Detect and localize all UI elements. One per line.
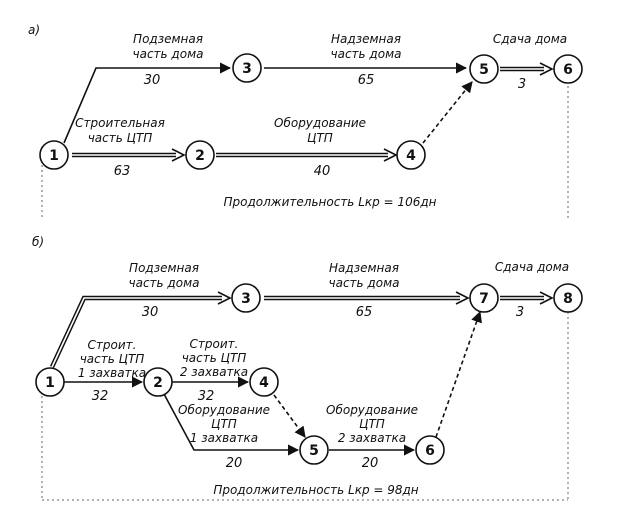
edge-a-1-2-label-2: часть ЦТП — [88, 131, 153, 145]
node-b-4-label: 4 — [259, 375, 269, 391]
critical-duration-b: Продолжительность Lкр = 98дн — [213, 483, 418, 497]
node-a-3-label: 3 — [242, 61, 252, 77]
node-b-3-label: 3 — [241, 291, 251, 307]
edge-b-1-2-label-3: 1 захватка — [78, 366, 146, 380]
edge-b-3-7-arrowhead — [455, 291, 470, 305]
edge-b-2-4-label-3: 2 захватка — [180, 365, 248, 379]
edge-b-3-7-label-2: часть дома — [329, 276, 400, 290]
edge-b-7-8-arrowhead — [539, 291, 554, 305]
critical-duration-a: Продолжительность Lкр = 106дн — [224, 195, 437, 209]
edge-a-2-4-label-1: Оборудование — [274, 116, 366, 130]
edge-b-1-3-inner — [51, 297, 222, 368]
edge-b-2-5-label-2: ЦТП — [211, 417, 237, 431]
edge-b-2-5-label-3: 1 захватка — [190, 431, 258, 445]
diagram-a: а) 1 2 3 4 5 6 Подземна — [28, 23, 583, 218]
edge-b-1-3-arrowhead — [217, 291, 232, 305]
edge-b-3-7-label-1: Надземная — [329, 261, 399, 275]
edge-a-1-3-label-1: Подземная — [133, 32, 203, 46]
node-b-8 — [553, 283, 583, 313]
node-b-1 — [35, 367, 65, 397]
node-b-6-label: 6 — [425, 443, 435, 459]
node-a-4 — [396, 140, 426, 170]
section-label-a: а) — [28, 23, 40, 37]
edge-b-1-3-duration: 30 — [142, 305, 159, 320]
node-b-6 — [415, 435, 445, 465]
edge-b-2-5 — [163, 393, 300, 456]
node-b-4 — [249, 367, 279, 397]
edge-a-4-5-dummy — [422, 81, 473, 144]
edge-b-1-2-duration: 32 — [92, 389, 109, 404]
edge-a-5-6-label: Сдача дома — [493, 32, 567, 46]
node-b-8-label: 8 — [563, 291, 573, 307]
node-b-3 — [231, 283, 261, 313]
edge-a-2-4-arrowhead — [383, 148, 398, 162]
diagram-b: б) 1 2 3 4 — [32, 235, 583, 501]
edge-b-5-6-label-1: Оборудование — [326, 403, 418, 417]
node-a-1-label: 1 — [49, 148, 59, 164]
edge-b-5-6-label-3: 2 захватка — [338, 431, 406, 445]
node-b-5 — [299, 435, 329, 465]
edge-a-5-6-arrowhead — [539, 62, 554, 76]
edge-b-5-6-duration: 20 — [362, 456, 379, 471]
edge-b-2-4-label-2: часть ЦТП — [182, 351, 247, 365]
edge-b-1-3-label-1: Подземная — [129, 261, 199, 275]
edge-a-3-5-duration: 65 — [358, 73, 375, 88]
edge-b-4-5-dummy — [273, 394, 306, 438]
node-a-6-label: 6 — [563, 62, 573, 78]
section-label-b: б) — [32, 235, 44, 249]
node-b-2 — [143, 367, 173, 397]
edge-a-1-2-label-1: Строительная — [75, 116, 165, 130]
node-a-4-label: 4 — [406, 148, 416, 164]
edge-a-5-6-duration: 3 — [518, 77, 526, 92]
node-b-7-label: 7 — [479, 291, 489, 307]
edge-a-3-5-label-1: Надземная — [331, 32, 401, 46]
node-b-7 — [469, 283, 499, 313]
edge-b-3-7-duration: 65 — [356, 305, 373, 320]
edge-b-1-2-label-2: часть ЦТП — [80, 352, 145, 366]
node-a-3 — [232, 53, 262, 83]
edge-b-2-5-label-1: Оборудование — [178, 403, 270, 417]
edge-b-2-4-label-1: Строит. — [190, 337, 239, 351]
edge-a-1-3 — [63, 62, 232, 144]
edge-a-2-4-label-2: ЦТП — [307, 131, 333, 145]
edge-b-2-5-duration: 20 — [226, 456, 243, 471]
edge-b-5-6-label-2: ЦТП — [359, 417, 385, 431]
edge-b-6-7-dummy — [435, 310, 482, 438]
node-a-5-label: 5 — [479, 62, 489, 78]
edge-b-7-8-label: Сдача дома — [495, 260, 569, 274]
node-b-2-label: 2 — [153, 375, 163, 391]
node-a-6 — [553, 54, 583, 84]
node-a-5 — [469, 54, 499, 84]
node-a-2-label: 2 — [195, 148, 205, 164]
edge-b-1-3-label-2: часть дома — [129, 276, 200, 290]
edge-a-1-3-duration: 30 — [144, 73, 161, 88]
node-a-1 — [39, 140, 69, 170]
edge-a-1-2-arrowhead — [171, 148, 186, 162]
edge-b-2-4-duration: 32 — [198, 389, 215, 404]
node-b-1-label: 1 — [45, 375, 55, 391]
edge-b-7-8-duration: 3 — [516, 305, 524, 320]
edge-a-1-3-label-2: часть дома — [133, 47, 204, 61]
edge-a-1-2-duration: 63 — [114, 164, 131, 179]
edge-a-2-4-duration: 40 — [314, 164, 331, 179]
edge-b-1-2-label-1: Строит. — [88, 338, 137, 352]
edge-a-3-5-label-2: часть дома — [331, 47, 402, 61]
node-b-5-label: 5 — [309, 443, 319, 459]
node-a-2 — [185, 140, 215, 170]
